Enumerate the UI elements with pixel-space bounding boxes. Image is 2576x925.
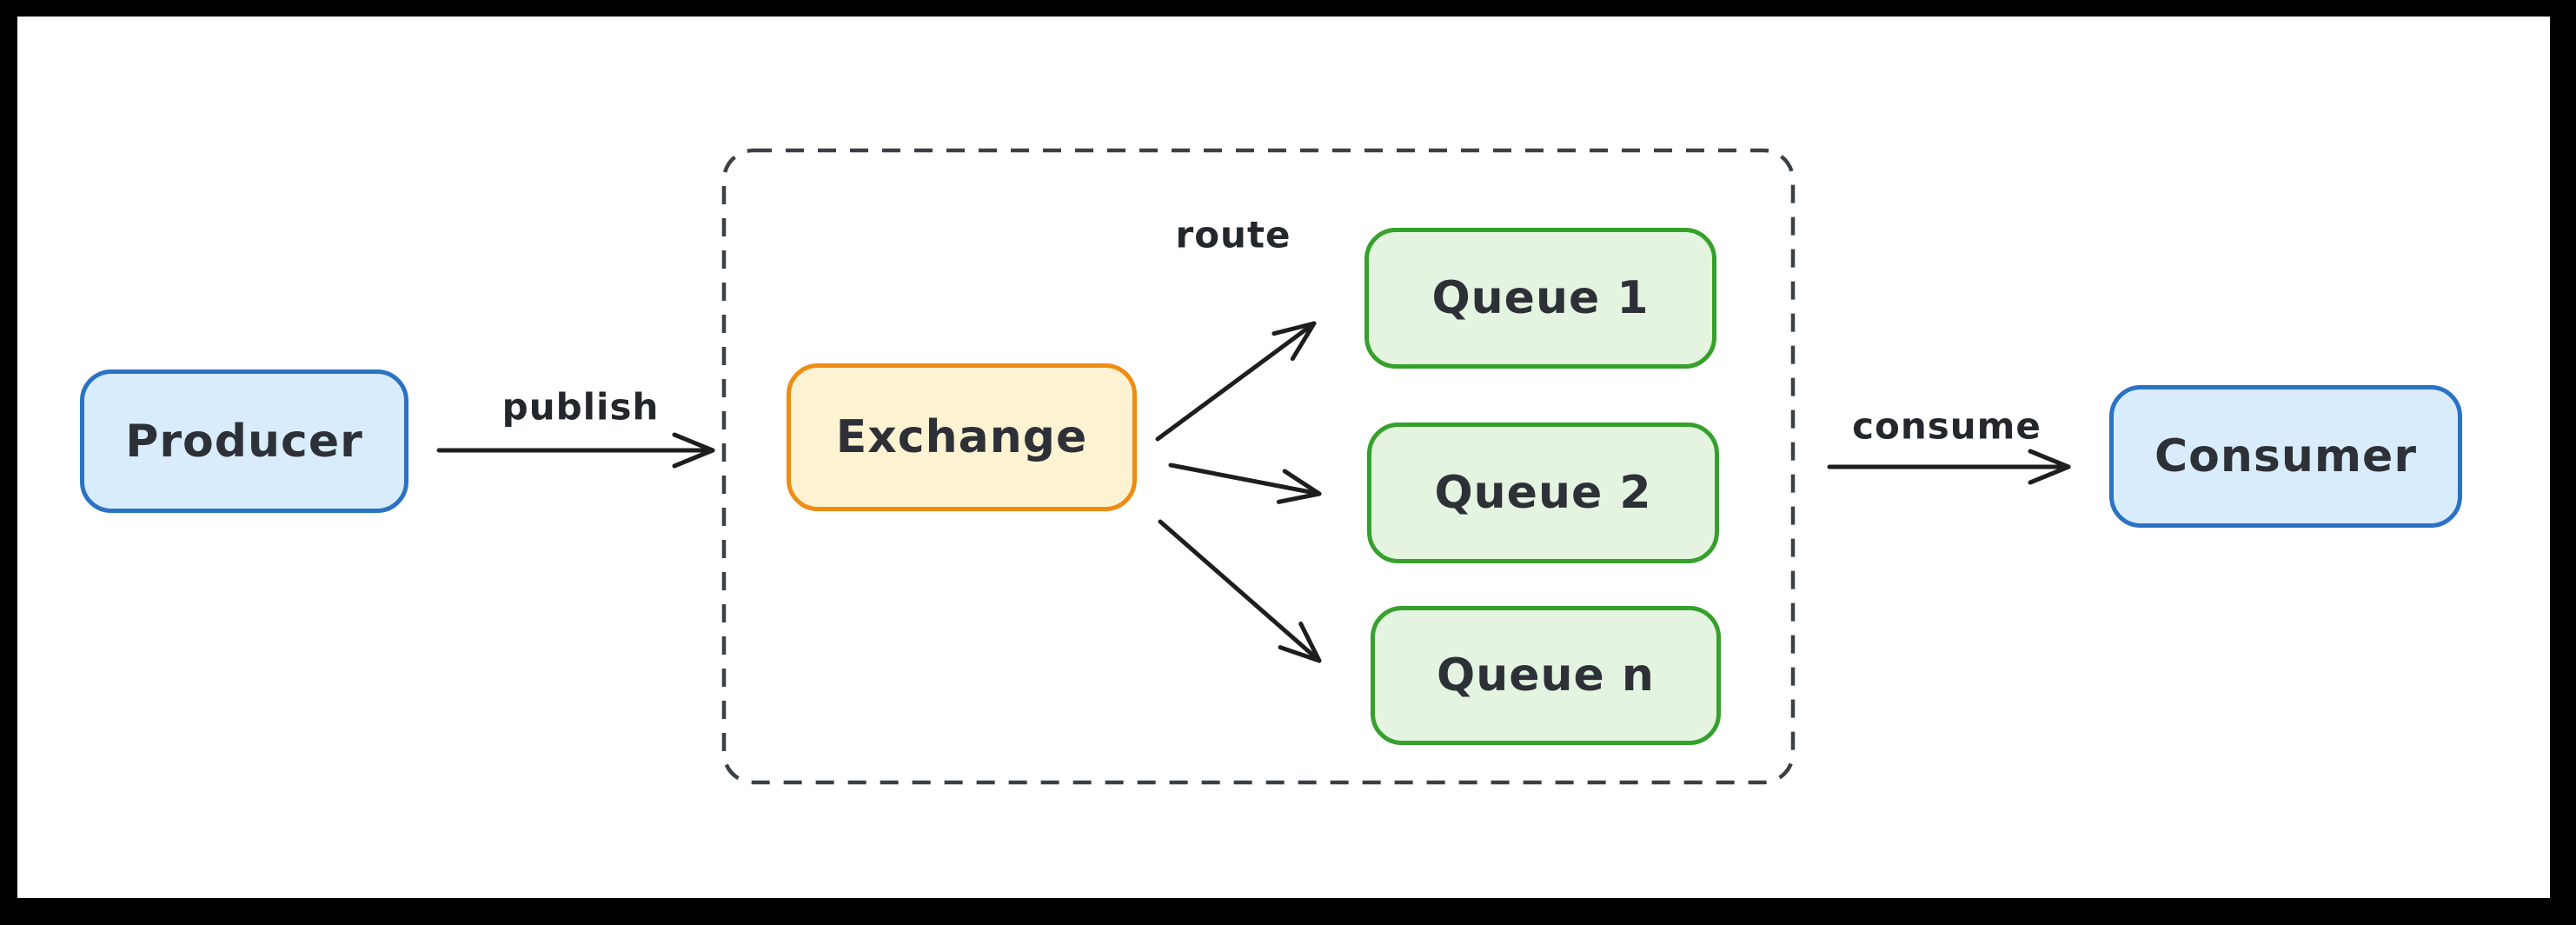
consumer-node: Consumer [2109, 385, 2462, 528]
queuen-node: Queue n [1371, 606, 1721, 745]
producer-node: Producer [80, 369, 408, 513]
consumer-label: Consumer [2154, 430, 2417, 482]
producer-label: Producer [125, 415, 363, 468]
queue1-label: Queue 1 [1431, 272, 1650, 324]
consume-edge-label: consume [1852, 404, 2042, 448]
route-edge-label: route [1175, 213, 1291, 256]
route-arrow-queue2 [1168, 462, 1322, 504]
queue1-node: Queue 1 [1364, 228, 1716, 369]
exchange-label: Exchange [835, 411, 1088, 463]
queue2-label: Queue 2 [1434, 467, 1652, 519]
queuen-label: Queue n [1437, 649, 1655, 702]
queue2-node: Queue 2 [1367, 423, 1719, 563]
publish-edge-label: publish [501, 385, 660, 429]
route-arrow-queue1 [1155, 321, 1317, 442]
exchange-node: Exchange [787, 363, 1137, 511]
diagram-canvas: Producer publish Exchange route Queue 1 … [17, 17, 2550, 898]
route-arrow-queuen [1158, 519, 1322, 663]
